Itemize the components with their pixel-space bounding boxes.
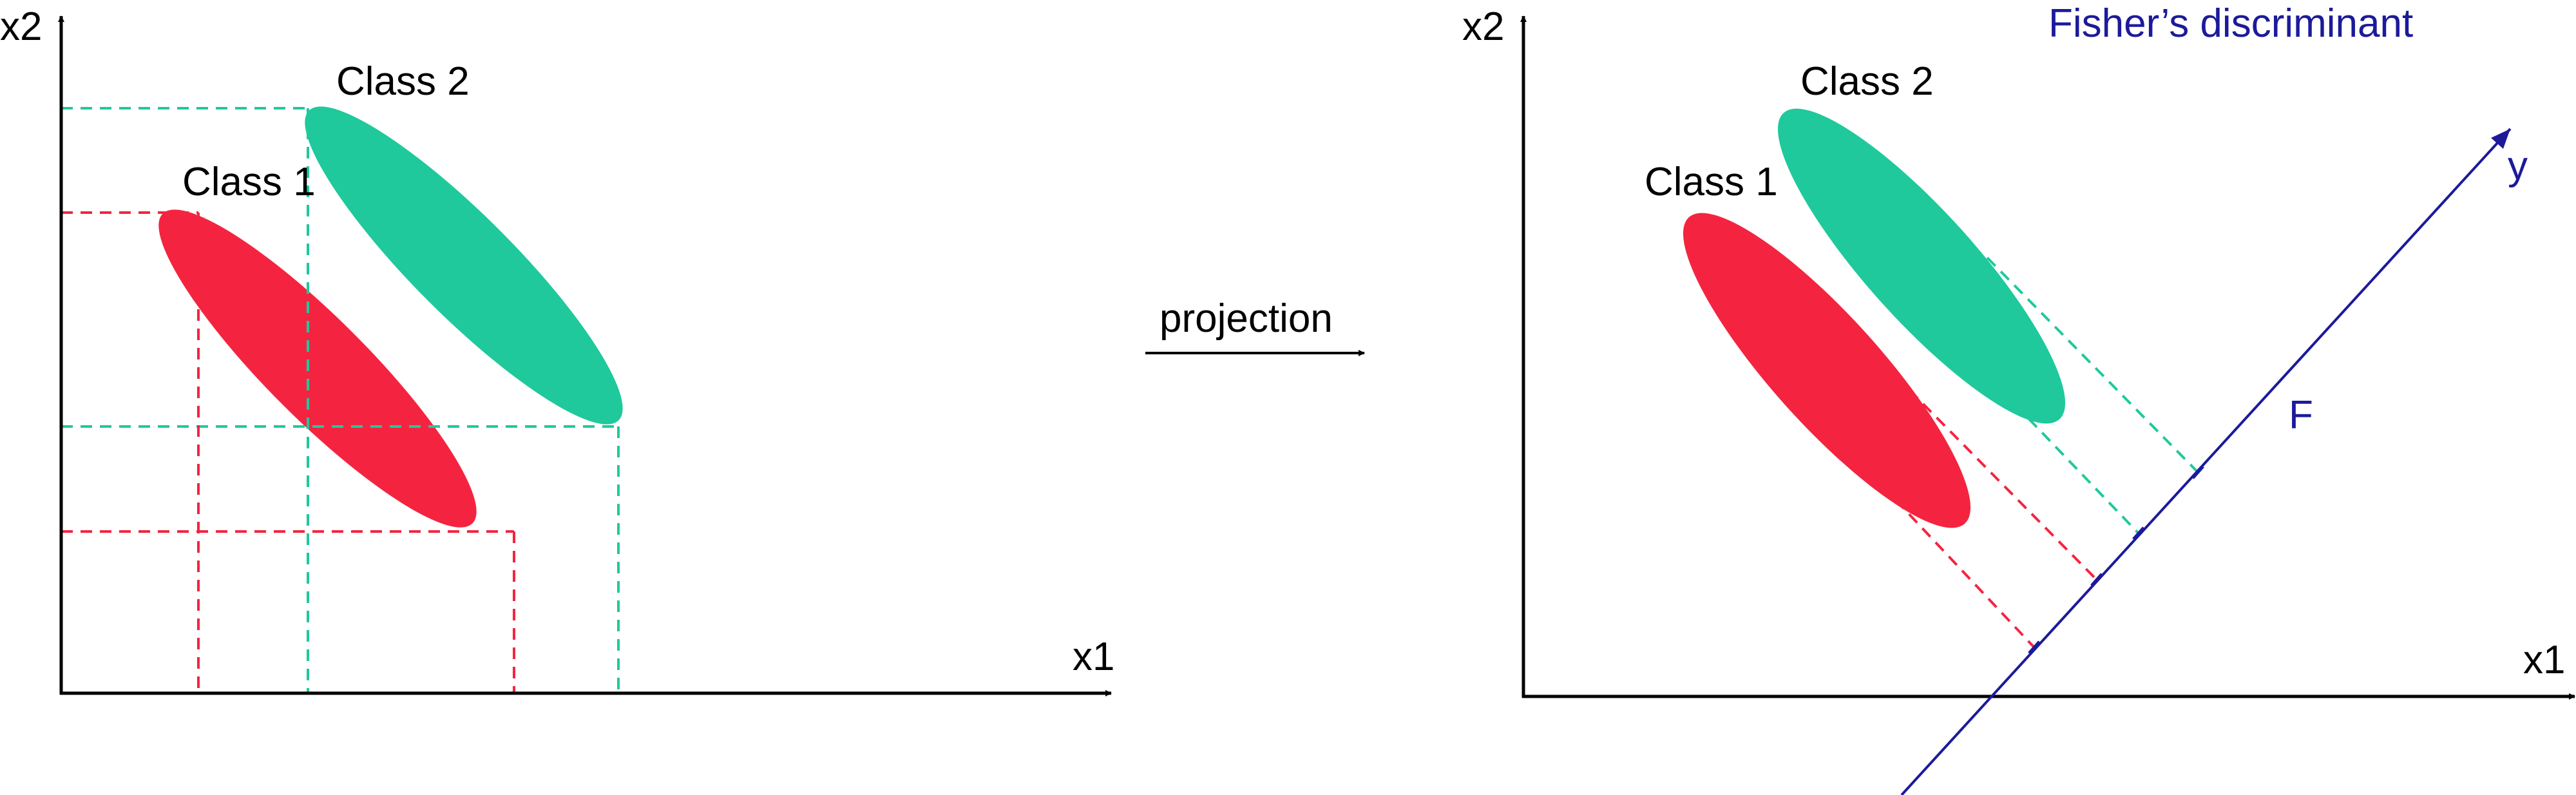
projection-tick	[2191, 465, 2204, 479]
right-class1-ellipse	[1683, 213, 1971, 528]
right-panel: x2 x1 Class 2 Class 1 Fisher’s discrimin…	[1462, 1, 2575, 795]
projection-label: projection	[1159, 296, 1333, 341]
fisher-line-label: F	[2289, 393, 2313, 437]
projection-tick-marks	[2028, 465, 2204, 655]
right-class2-label: Class 2	[1800, 59, 1934, 104]
left-panel: x2 x1 Class 2 Class 1	[0, 5, 1114, 696]
fisher-line-arrowhead	[2491, 129, 2510, 149]
projection-tick	[2028, 640, 2041, 655]
fisher-line-group	[1900, 128, 2512, 795]
right-class2-ellipse	[1777, 108, 2066, 424]
class2-projection-upper	[1986, 256, 2199, 474]
projection-tick	[2132, 526, 2145, 541]
class2-projection-lower	[1947, 334, 2140, 535]
left-class2-extent-lines	[61, 107, 620, 693]
projected-axis-label: y	[2508, 144, 2528, 188]
left-class1-ellipse	[158, 209, 477, 528]
right-class2-projection-lines	[1947, 256, 2199, 535]
left-x-axis-label: x1	[1073, 635, 1114, 679]
right-x-axis-label: x1	[2523, 638, 2565, 682]
left-class1-label: Class 1	[182, 160, 316, 204]
left-class2-label: Class 2	[336, 59, 470, 104]
fisher-title: Fisher’s discriminant	[2048, 1, 2413, 46]
left-y-axis-label: x2	[0, 5, 42, 49]
class1-projection-lower	[1815, 414, 2036, 649]
fisher-discriminant-line	[1900, 128, 2512, 795]
right-class1-label: Class 1	[1645, 160, 1778, 204]
projection-arrow-group: projection	[1145, 296, 1365, 356]
projection-tick	[2090, 573, 2103, 587]
left-class1-extent-lines	[61, 211, 515, 693]
left-class2-ellipse	[305, 106, 623, 425]
right-y-axis-label: x2	[1462, 5, 1504, 49]
right-class1-projection-lines	[1815, 334, 2098, 649]
